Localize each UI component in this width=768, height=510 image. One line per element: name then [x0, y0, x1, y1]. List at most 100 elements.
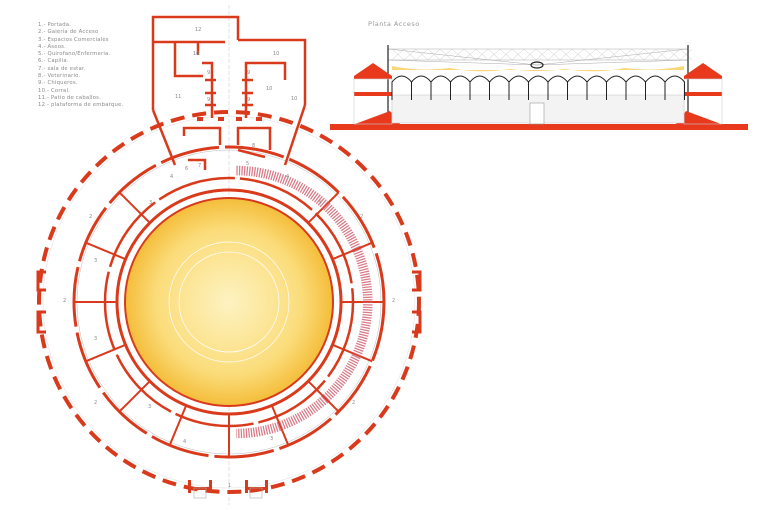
- arch: [664, 75, 685, 100]
- room-label-4: 4: [170, 174, 173, 180]
- room-label-9: 9: [207, 70, 210, 76]
- truss-bay: [499, 48, 513, 61]
- room-label-2: 2: [352, 400, 355, 406]
- legend-item: 8.- Veterinario.: [38, 73, 81, 80]
- legend-item: 12.- plataforma de embarque.: [38, 102, 124, 109]
- room-label-2: 2: [89, 214, 92, 220]
- seating-tiers: [236, 165, 373, 439]
- legend-item: 7.- sala de estar.: [38, 65, 86, 72]
- arena-circle-outer: [168, 241, 290, 363]
- ground-slab: [330, 124, 748, 130]
- north-wing-pillars: [197, 117, 262, 121]
- radial-wall: [332, 343, 373, 363]
- truss-bay: [571, 48, 585, 61]
- truss-bay: [391, 48, 405, 61]
- truss-bay: [523, 48, 537, 61]
- truss-bay: [559, 48, 573, 61]
- truss-bay: [655, 48, 669, 61]
- legend-item: 9.- Chiqueros.: [38, 80, 78, 87]
- legend-item: 11.- Patio de caballos.: [38, 94, 101, 101]
- room-label-3: 3: [318, 200, 321, 206]
- room-label-2: 2: [63, 298, 66, 304]
- central-gate: [529, 102, 545, 125]
- truss-bay: [583, 48, 597, 61]
- truss-bay: [475, 48, 489, 61]
- truss-bay: [415, 48, 429, 61]
- legend-item: 2.- Galería de Acceso: [38, 29, 99, 36]
- roof-oculus: [530, 61, 544, 69]
- radial-wall: [85, 241, 126, 261]
- south-entrance: [188, 480, 268, 499]
- room-label-2: 2: [360, 214, 363, 220]
- arena-circle-inner: [178, 251, 280, 353]
- truss-bay: [667, 48, 681, 61]
- north-wing: [151, 15, 307, 170]
- room-labels: 12 10 10 10 10 11 9 9 9 9 8 7 6 5 4 4 4 …: [63, 27, 395, 489]
- room-label-3: 3: [94, 258, 97, 264]
- truss-bay: [547, 48, 561, 61]
- truss-bay: [619, 48, 633, 61]
- truss-bay: [595, 48, 609, 61]
- room-label-10: 10: [266, 86, 272, 92]
- room-label-9: 9: [207, 97, 210, 103]
- radial-wall: [85, 343, 126, 363]
- truss-bay: [679, 48, 693, 61]
- room-label-6: 6: [185, 166, 188, 172]
- room-label-12: 12: [195, 27, 201, 33]
- radial-wall: [118, 380, 151, 413]
- room-label-10: 10: [291, 96, 297, 102]
- truss-bay: [511, 48, 525, 61]
- radial-wall: [118, 191, 151, 224]
- room-label-1: 1: [228, 483, 231, 489]
- room-label-2: 2: [392, 298, 395, 304]
- radial-wall: [270, 405, 290, 446]
- room-label-11: 11: [175, 94, 181, 100]
- room-label-7: 7: [198, 163, 201, 169]
- callejon-wall: [115, 188, 343, 416]
- outer-dashed-ring: [37, 110, 421, 494]
- side-buttresses: [36, 270, 422, 334]
- truss-bay: [643, 48, 657, 61]
- room-label-3: 3: [149, 200, 152, 206]
- truss-bay: [631, 48, 645, 61]
- truss-bay: [607, 48, 621, 61]
- legend-item: 5.- Quirofano/Enfermeria.: [38, 51, 111, 58]
- room-label-2: 2: [94, 400, 97, 406]
- room-label-9: 9: [247, 70, 250, 76]
- room-label-5: 5: [246, 161, 249, 167]
- legend: 1.- Portada. 2.- Galería de Acceso 3.- E…: [38, 22, 123, 110]
- room-label-4: 4: [183, 439, 186, 445]
- truss-bay: [403, 48, 417, 61]
- outer-ring-line: [42, 115, 416, 489]
- radial-wall: [168, 405, 188, 446]
- room-label-3: 3: [270, 436, 273, 442]
- roof-truss: [387, 48, 689, 66]
- truss-bay: [427, 48, 441, 61]
- truss-bay: [439, 48, 453, 61]
- legend-item: 1.- Portada.: [38, 22, 72, 28]
- room-label-4: 4: [286, 174, 289, 180]
- radial-wall: [332, 241, 373, 261]
- room-label-9: 9: [247, 97, 250, 103]
- room-label-3: 3: [148, 404, 151, 410]
- arcade-arches: [391, 75, 685, 100]
- legend-item: 10.- Corral.: [38, 87, 71, 94]
- truss-bay: [535, 48, 549, 61]
- legend-item: 4.- Aseos.: [38, 43, 66, 50]
- truss-bay: [451, 48, 465, 61]
- legend-item: 6.- Capilla.: [38, 58, 69, 65]
- elevation-drawing: [330, 45, 748, 130]
- room-label-10: 10: [193, 51, 199, 57]
- room-label-3: 3: [94, 336, 97, 342]
- section-title: Planta Acceso: [368, 20, 420, 28]
- room-label-10: 10: [273, 51, 279, 57]
- truss-bracing: [391, 48, 693, 61]
- truss-bay: [487, 48, 501, 61]
- room-label-8: 8: [252, 143, 255, 149]
- truss-bay: [463, 48, 477, 61]
- arena: [124, 197, 334, 407]
- legend-item: 3.- Espacios Comerciales: [38, 36, 109, 43]
- radial-wall: [307, 380, 340, 413]
- roof-membrane: [392, 66, 684, 72]
